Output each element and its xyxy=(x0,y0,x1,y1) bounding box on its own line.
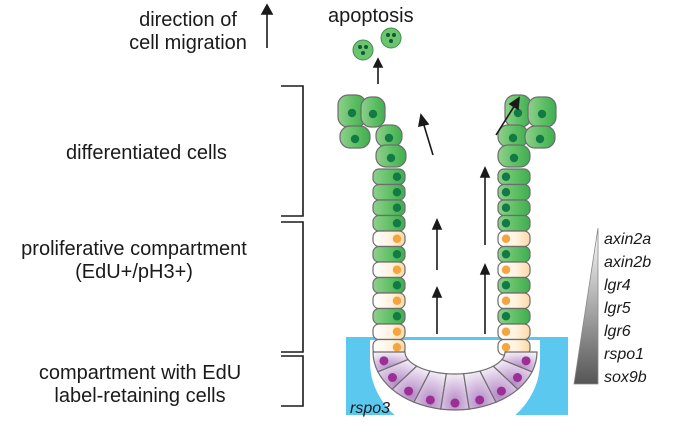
orange-nucleus xyxy=(501,265,511,274)
differentiated-label: differentiated cells xyxy=(66,142,227,164)
purple-nucleus xyxy=(425,395,435,405)
rspo3-label: rspo3 xyxy=(350,400,391,417)
green-nucleus xyxy=(392,219,402,228)
green-nucleus xyxy=(501,219,511,228)
apoptotic-cell xyxy=(352,39,374,61)
purple-nucleus xyxy=(496,386,506,396)
green-nucleus xyxy=(501,312,511,321)
green-nucleus xyxy=(501,281,511,290)
orange-nucleus xyxy=(392,234,402,243)
green-nucleus xyxy=(384,133,394,143)
green-nucleus xyxy=(508,133,518,143)
purple-nucleus xyxy=(404,386,414,396)
gene-lgr5: lgr5 xyxy=(604,300,631,317)
green-nucleus xyxy=(513,108,523,118)
bracket-proliferative xyxy=(281,221,304,353)
apoptosis-label: apoptosis xyxy=(328,5,414,27)
green-nucleus xyxy=(392,312,402,321)
green-nucleus xyxy=(501,172,511,181)
green-nucleus xyxy=(501,250,511,259)
gene-rspo1: rspo1 xyxy=(604,346,645,363)
direction-label-line2: cell migration xyxy=(129,32,247,54)
purple-nucleus xyxy=(512,373,522,383)
green-nucleus xyxy=(392,281,402,290)
gene-axin2b: axin2b xyxy=(604,254,652,271)
green-nucleus xyxy=(368,109,378,119)
direction-label: direction of cell migration xyxy=(114,9,262,55)
green-nucleus xyxy=(386,153,396,163)
label-retaining-line1: compartment with EdU xyxy=(38,362,242,384)
direction-label-line1: direction of xyxy=(139,9,237,31)
green-nucleus xyxy=(501,203,511,212)
proliferative-label-line2: (EdU+/pH3+) xyxy=(75,261,193,283)
gene-lgr6: lgr6 xyxy=(604,323,631,340)
green-nucleus xyxy=(392,250,402,259)
bracket-differentiated xyxy=(281,85,304,217)
orange-nucleus xyxy=(392,265,402,274)
orange-nucleus xyxy=(501,343,511,352)
green-nucleus xyxy=(347,108,357,118)
green-nucleus xyxy=(392,172,402,181)
purple-nucleus xyxy=(475,395,485,405)
purple-nucleus xyxy=(388,373,398,383)
gene-sox9b: sox9b xyxy=(604,369,647,386)
green-nucleus xyxy=(350,134,360,144)
bracket-label-retaining xyxy=(281,355,304,407)
gene-axin2a: axin2a xyxy=(604,231,652,248)
green-nucleus xyxy=(392,203,402,212)
label-retaining-line2: label-retaining cells xyxy=(54,385,226,407)
orange-nucleus xyxy=(501,234,511,243)
green-nucleus xyxy=(501,188,511,197)
purple-nucleus xyxy=(450,398,460,408)
green-nucleus xyxy=(392,188,402,197)
purple-nucleus xyxy=(521,356,531,366)
brackets xyxy=(281,85,304,407)
apoptotic-cells xyxy=(352,27,402,61)
expression-gradient-triangle xyxy=(573,227,599,385)
apoptotic-cell xyxy=(380,27,402,49)
gene-lgr4: lgr4 xyxy=(604,277,631,294)
green-nucleus xyxy=(535,134,545,144)
orange-nucleus xyxy=(501,296,511,305)
label-retaining-label: compartment with EdU label-retaining cel… xyxy=(20,362,260,408)
orange-nucleus xyxy=(392,343,402,352)
orange-nucleus xyxy=(392,296,402,305)
green-nucleus xyxy=(537,109,547,119)
orange-nucleus xyxy=(392,327,402,336)
green-nucleus xyxy=(509,153,519,163)
orange-nucleus xyxy=(501,327,511,336)
migration-arrows xyxy=(260,3,520,334)
purple-nucleus xyxy=(379,356,389,366)
proliferative-label-line1: proliferative compartment xyxy=(21,238,247,260)
proliferative-label: proliferative compartment (EdU+/pH3+) xyxy=(0,238,268,284)
